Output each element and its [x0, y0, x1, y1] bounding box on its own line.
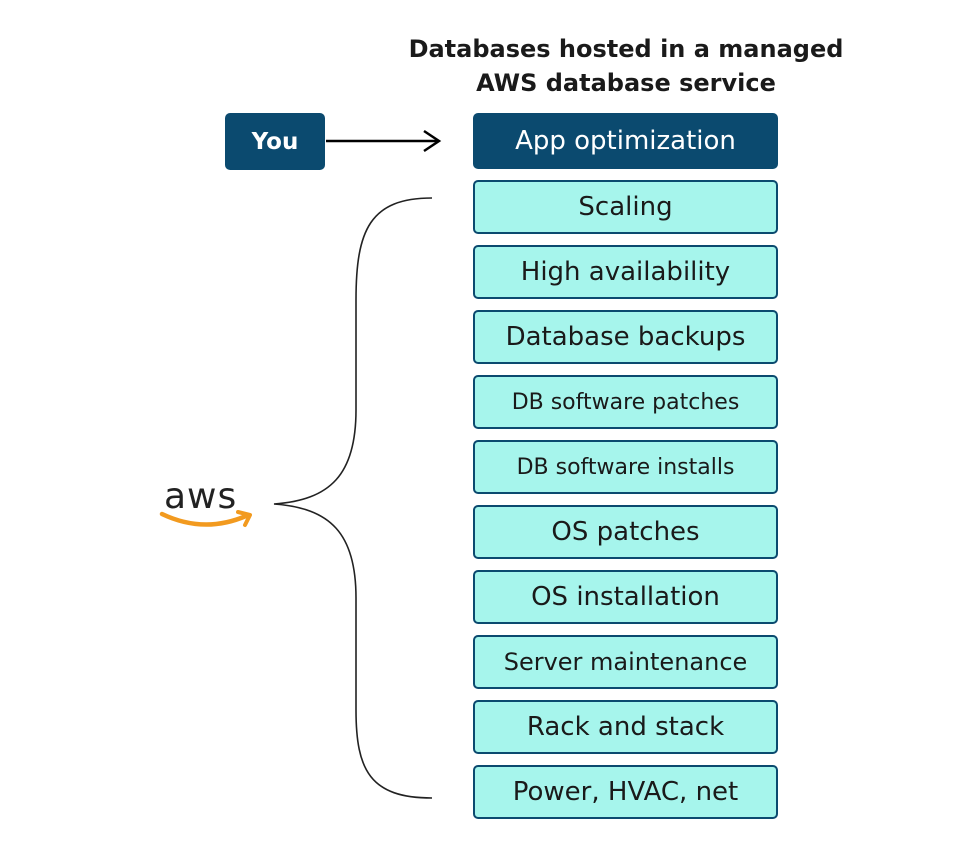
app-optimization-box: App optimization [473, 113, 778, 169]
layer-high-availability: High availability [473, 245, 778, 299]
layer-rack-and-stack: Rack and stack [473, 700, 778, 754]
you-box: You [225, 113, 325, 170]
aws-logo-text: aws [164, 476, 238, 517]
aws-smile-icon [159, 510, 252, 527]
title-line-1: Databases hosted in a managed [408, 35, 844, 63]
layer-db-software-installs: DB software installs [473, 440, 778, 494]
title-line-2: AWS database service [476, 69, 776, 97]
layer-database-backups: Database backups [473, 310, 778, 364]
layer-os-patches: OS patches [473, 505, 778, 559]
layer-db-software-patches: DB software patches [473, 375, 778, 429]
layer-power-hvac-net: Power, HVAC, net [473, 765, 778, 819]
layer-server-maintenance: Server maintenance [473, 635, 778, 689]
layer-os-installation: OS installation [473, 570, 778, 624]
arrow-icon [326, 129, 442, 153]
layer-scaling: Scaling [473, 180, 778, 234]
aws-logo: aws [158, 476, 258, 536]
diagram-title: Databases hosted in a managed AWS databa… [386, 32, 866, 100]
curly-brace-icon [273, 197, 433, 799]
